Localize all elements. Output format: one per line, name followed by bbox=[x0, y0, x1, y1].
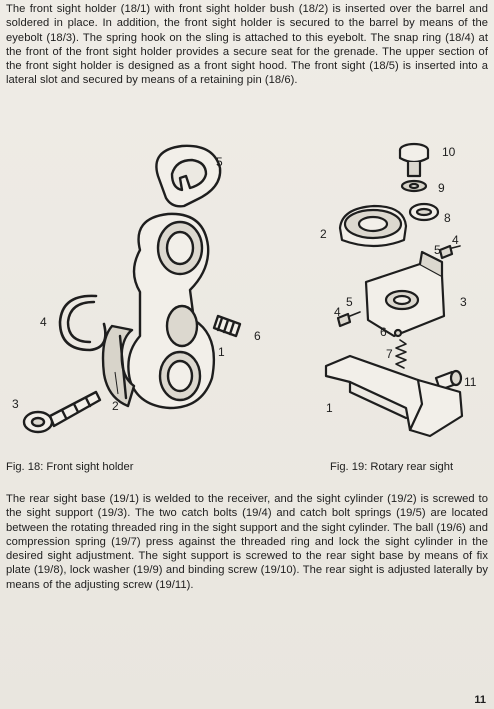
fig18-label-snap-ring: 4 bbox=[40, 315, 47, 329]
fig18-label-holder: 1 bbox=[218, 345, 225, 359]
fig19-label-spring-upper: 5 bbox=[434, 243, 441, 257]
figure-19-caption: Fig. 19: Rotary rear sight bbox=[330, 461, 454, 473]
front-sight-holder-illustration: 5 4 6 1 3 2 bbox=[12, 144, 261, 434]
fig18-label-retaining-pin: 6 bbox=[254, 329, 261, 343]
figure-18-caption: Fig. 18: Front sight holder bbox=[6, 461, 134, 473]
fig19-label-adjusting-screw: 11 bbox=[464, 375, 477, 389]
page-number: 11 bbox=[474, 694, 486, 706]
fig19-label-compression-spring: 7 bbox=[386, 347, 393, 361]
fig18-label-front-sight: 5 bbox=[216, 155, 223, 169]
fig19-label-ball: 6 bbox=[380, 325, 387, 339]
fig19-label-sight-support: 3 bbox=[460, 295, 467, 309]
fig18-label-bush: 2 bbox=[112, 399, 119, 413]
fig19-label-lock-washer: 9 bbox=[438, 181, 445, 195]
fig19-label-rear-sight-base: 1 bbox=[326, 401, 333, 415]
fig19-label-fix-plate: 8 bbox=[444, 211, 451, 225]
fig19-label-binding-screw: 10 bbox=[442, 145, 456, 159]
fig19-label-bolt-upper: 4 bbox=[452, 233, 459, 247]
rotary-rear-sight-illustration: 10 9 2 8 5 4 3 5 4 6 7 11 1 bbox=[320, 142, 477, 438]
intro-paragraph: The front sight holder (18/1) with front… bbox=[6, 3, 488, 87]
fig18-label-eyebolt: 3 bbox=[12, 397, 19, 411]
rear-sight-paragraph: The rear sight base (19/1) is welded to … bbox=[6, 493, 488, 591]
fig19-label-bolt-left: 4 bbox=[334, 305, 341, 319]
fig19-label-sight-cylinder: 2 bbox=[320, 227, 327, 241]
fig19-label-spring-left: 5 bbox=[346, 295, 353, 309]
